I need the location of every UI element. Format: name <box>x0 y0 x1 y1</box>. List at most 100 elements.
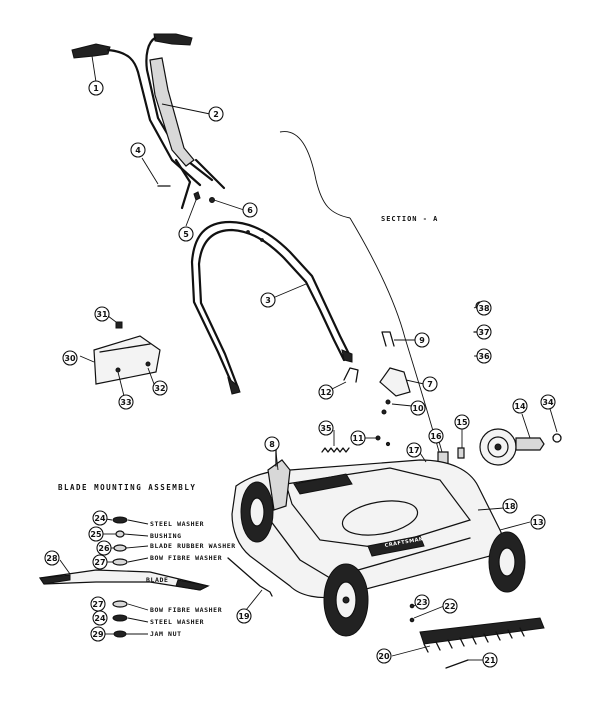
callout-number: 17 <box>408 446 419 455</box>
callout-number: 26 <box>98 544 110 553</box>
callout-number: 31 <box>96 310 108 319</box>
callout-number: 12 <box>320 388 331 397</box>
left-grip <box>71 43 111 59</box>
callout-number: 18 <box>504 502 516 511</box>
upper-handle <box>71 33 226 210</box>
callout-3: 3 <box>260 292 276 308</box>
lower-handle <box>190 220 353 395</box>
callout-22: 22 <box>442 598 458 614</box>
callout-circle <box>90 596 106 612</box>
callout-number: 37 <box>478 328 489 337</box>
callout-circle <box>476 324 492 340</box>
callout-38: 38 <box>476 300 492 316</box>
callout-number: 16 <box>430 432 442 441</box>
callout-number: 36 <box>478 352 490 361</box>
callout-24: 24 <box>92 610 108 626</box>
deck-wheels <box>240 481 526 637</box>
callout-number: 2 <box>213 110 219 119</box>
callout-circle <box>208 106 224 122</box>
callout-29: 29 <box>90 626 106 642</box>
callout-number: 20 <box>378 652 390 661</box>
callout-7: 7 <box>422 376 438 392</box>
callout-circle <box>92 510 108 526</box>
callout-number: 19 <box>238 612 250 621</box>
callout-circle <box>476 300 492 316</box>
fibre-washer-27-top <box>112 558 128 566</box>
callout-12: 12 <box>318 384 334 400</box>
callout-number: 24 <box>94 514 106 523</box>
callout-circle <box>482 652 498 668</box>
callout-circle <box>376 648 392 664</box>
callout-number: 35 <box>320 424 332 433</box>
callout-circle <box>410 400 426 416</box>
callout-14: 14 <box>512 398 528 414</box>
callout-circle <box>530 514 546 530</box>
fibre-washer-27-bottom <box>112 600 128 608</box>
label-bow-fibre-washer-bottom: BOW FIBRE WASHER <box>150 606 222 614</box>
callout-31: 31 <box>94 306 110 322</box>
callout-33: 33 <box>118 394 134 410</box>
callout-circle <box>476 348 492 364</box>
callout-6: 6 <box>242 202 258 218</box>
callout-30: 30 <box>62 350 78 366</box>
label-blade: BLADE <box>146 576 169 584</box>
callout-number: 21 <box>484 656 496 665</box>
callout-27: 27 <box>92 554 108 570</box>
callout-26: 26 <box>96 540 112 556</box>
callout-circle <box>242 202 258 218</box>
callout-circle <box>260 292 276 308</box>
callout-circle <box>236 608 252 624</box>
callout-37: 37 <box>476 324 492 340</box>
callout-number: 22 <box>444 602 455 611</box>
callout-circle <box>502 498 518 514</box>
callout-circle <box>88 526 104 542</box>
callout-circle <box>318 420 334 436</box>
assembly-title: BLADE MOUNTING ASSEMBLY <box>58 483 196 492</box>
callout-circle <box>454 414 470 430</box>
callout-25: 25 <box>88 526 104 542</box>
callout-circle <box>428 428 444 444</box>
callout-circle <box>118 394 134 410</box>
callout-2: 2 <box>208 106 224 122</box>
callout-circle <box>406 442 422 458</box>
callout-number: 38 <box>478 304 490 313</box>
jam-nut-29 <box>113 630 127 638</box>
wheel-hardware <box>423 301 562 471</box>
callout-8: 8 <box>264 436 280 452</box>
callout-9: 9 <box>414 332 430 348</box>
callout-21: 21 <box>482 652 498 668</box>
callout-11: 11 <box>350 430 366 446</box>
callout-number: 14 <box>514 402 526 411</box>
callout-5: 5 <box>178 226 194 242</box>
label-bow-fibre-washer-top: BOW FIBRE WASHER <box>150 554 222 562</box>
callout-circle <box>540 394 556 410</box>
callout-circle <box>422 376 438 392</box>
callout-number: 25 <box>90 530 102 539</box>
callout-number: 27 <box>92 600 103 609</box>
callout-15: 15 <box>454 414 470 430</box>
callout-24: 24 <box>92 510 108 526</box>
callout-28: 28 <box>44 550 60 566</box>
mower-deck: CRAFTSMAN <box>231 443 503 599</box>
callout-1: 1 <box>88 80 104 96</box>
callout-circle <box>178 226 194 242</box>
callout-36: 36 <box>476 348 492 364</box>
callout-number: 13 <box>532 518 543 527</box>
callout-circle <box>152 380 168 396</box>
callout-circle <box>414 332 430 348</box>
callout-35: 35 <box>318 420 334 436</box>
callout-circle <box>90 626 106 642</box>
callout-27: 27 <box>90 596 106 612</box>
section-a-label: SECTION - A <box>381 215 438 223</box>
label-steel-washer-top: STEEL WASHER <box>150 520 204 528</box>
callout-circle <box>264 436 280 452</box>
section-a-bracket: SECTION - A <box>279 131 441 456</box>
callout-number: 23 <box>416 598 427 607</box>
callout-number: 29 <box>92 630 104 639</box>
callout-4: 4 <box>130 142 146 158</box>
label-bushing: BUSHING <box>150 532 182 540</box>
section-a-parts <box>343 331 411 447</box>
callout-circle <box>512 398 528 414</box>
